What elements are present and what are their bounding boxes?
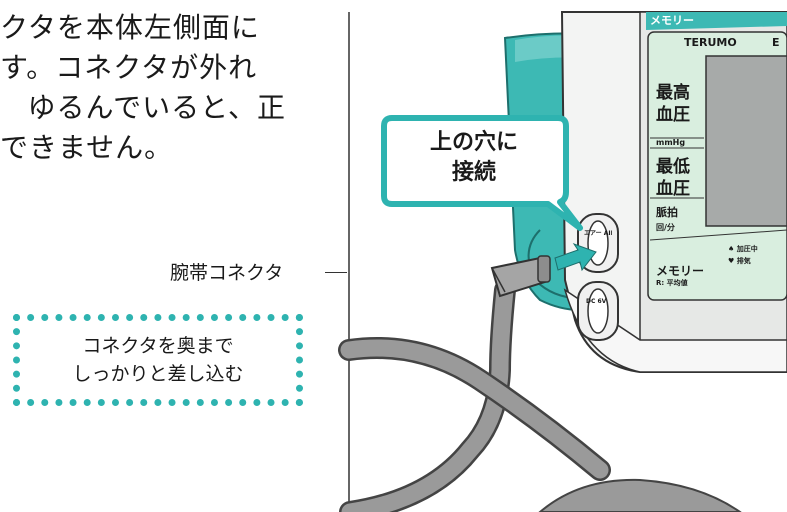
diastolic-label-2: 血圧 [656, 179, 690, 199]
indicator-exhaust: ♥ 排気 [728, 257, 751, 265]
instruction-line-4: できません。 [0, 131, 174, 164]
tube [341, 281, 514, 512]
callout-line-1: 上の穴に [429, 130, 518, 155]
dc-port-label: DC 6V [586, 298, 607, 305]
lcd-screen [705, 55, 787, 227]
connector-edge [491, 267, 506, 293]
tip-box: コネクタを奥まで しっかりと差し込む [13, 314, 303, 406]
insert-arrow [554, 243, 597, 272]
air-port-label: エアー AIR [584, 230, 612, 237]
instruction-text: クタを本体左側面に す。コネクタが外れ ゆるんでいると、正 できません。 [0, 8, 310, 168]
dc-port-hole [587, 288, 609, 334]
tube-2 [340, 339, 609, 479]
tip-line-1: コネクタを奥まで [82, 335, 234, 357]
memory-label: メモリー [656, 264, 705, 278]
top-label-strip [646, 12, 787, 30]
connector-tip [537, 255, 551, 283]
cuff-connector-leader-line [325, 272, 347, 273]
cuff-bag [538, 478, 742, 512]
indicator-pressurizing: ♠ 加圧中 [728, 245, 758, 253]
top-label: メモリー [650, 14, 694, 27]
callout: 上の穴に 接続 [392, 120, 556, 196]
cuff-connector-label: 腕帯コネクタ [170, 262, 284, 284]
callout-line-2: 接続 [451, 160, 496, 185]
instruction-line-3: ゆるんでいると、正 [27, 91, 286, 124]
instruction-line-1: クタを本体左側面に [0, 11, 260, 44]
brand-suffix: E [772, 36, 780, 49]
diastolic-label-1: 最低 [656, 157, 690, 177]
tip-line-2: しっかりと差し込む [72, 363, 244, 385]
systolic-label-2: 血圧 [656, 105, 690, 125]
pulse-unit: 回/分 [656, 223, 675, 232]
pulse-label: 脈拍 [656, 206, 678, 219]
brand-logo: TERUMO [684, 36, 737, 49]
callout-bubble [381, 115, 583, 231]
memory-sub: R: 平均値 [656, 279, 688, 287]
instruction-line-2: す。コネクタが外れ [0, 51, 258, 84]
systolic-label-1: 最高 [656, 83, 690, 103]
device-base [563, 288, 787, 373]
unit-label: mmHg [656, 138, 686, 147]
separator-4 [649, 229, 787, 241]
